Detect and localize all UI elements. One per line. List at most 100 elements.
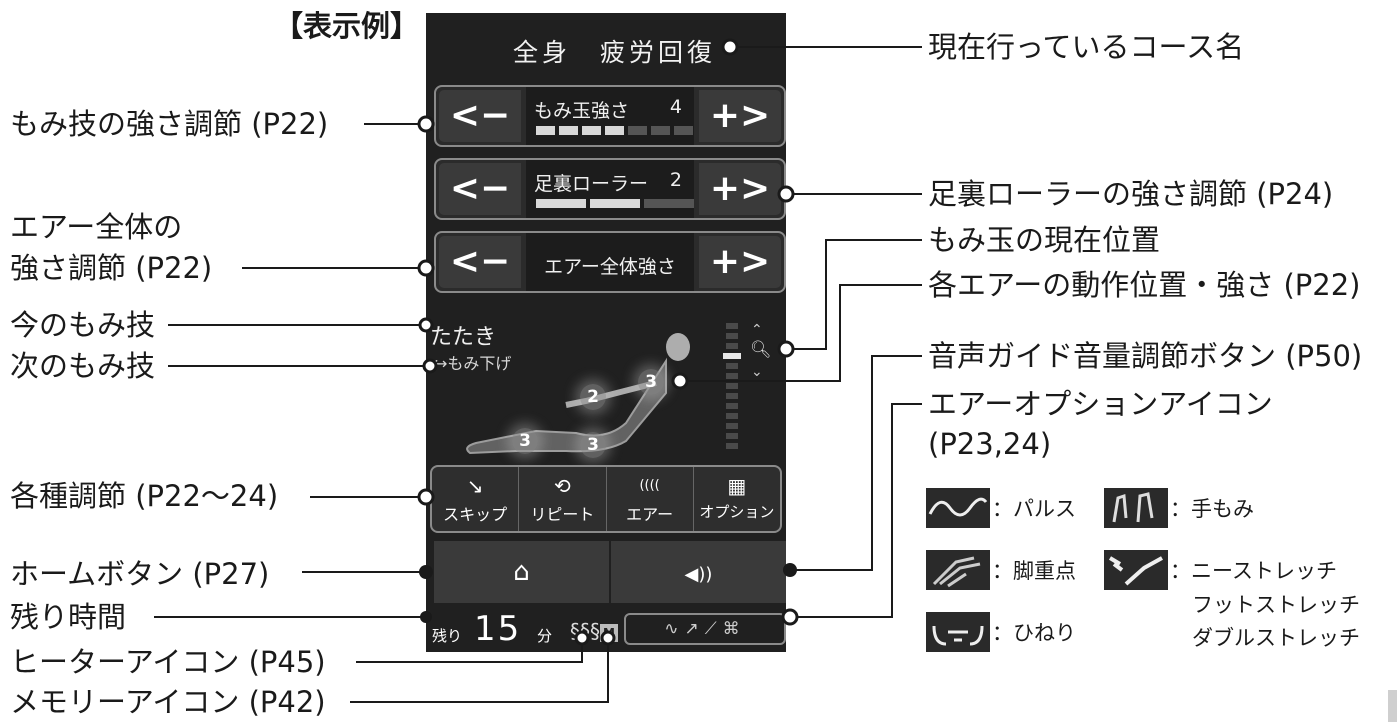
callout-air-option-ref: (P23,24) xyxy=(928,427,1052,461)
repeat-icon: ⟲ xyxy=(553,474,571,498)
page-edge-marker xyxy=(1388,690,1397,722)
air-option-icons: ∿↗⟋⌘ xyxy=(624,613,786,645)
callout-air-total-line1: エアー全体の xyxy=(10,210,183,244)
air-decrease-button[interactable]: <− xyxy=(439,236,521,288)
level-bar-segment xyxy=(536,199,586,208)
air-total-display: エアー全体強さ xyxy=(526,233,694,291)
home-bar: ⌂ ◀)) xyxy=(434,541,786,603)
level-bar-segment xyxy=(536,126,555,135)
position-segment xyxy=(726,403,738,409)
callout-home: ホームボタン (P27) xyxy=(10,557,270,591)
callout-memory: メモリーアイコン (P42) xyxy=(10,685,326,719)
position-segment xyxy=(726,373,738,379)
callout-foot-roller: 足裏ローラーの強さ調節 (P24) xyxy=(928,177,1334,211)
next-technique: ↪もみ下げ xyxy=(434,354,512,373)
callout-next-technique: 次のもみ技 xyxy=(10,349,156,383)
air-level-leg: 3 xyxy=(512,428,538,454)
legend-hand-massage-label: ：手もみ xyxy=(1170,497,1254,521)
air-button[interactable]: (((( エアー xyxy=(607,467,694,531)
level-bar-segment xyxy=(559,126,578,135)
level-bar-segment xyxy=(651,126,670,135)
example-title: 【表示例】 xyxy=(274,9,420,43)
position-segment xyxy=(726,413,738,419)
volume-button[interactable]: ◀)) xyxy=(611,541,786,603)
pulse-icon xyxy=(926,488,990,528)
callout-air-position: 各エアーの動作位置・強さ (P22) xyxy=(928,268,1361,302)
position-up-icon[interactable]: ⌃ xyxy=(751,322,763,338)
callout-heater: ヒーターアイコン (P45) xyxy=(10,645,326,679)
position-segment xyxy=(726,343,738,349)
momi-strength-display: もみ玉強さ 4 xyxy=(526,87,694,145)
legend-pulse-label: ：パルス xyxy=(992,497,1076,521)
skip-icon: ↘ xyxy=(466,474,484,498)
position-down-icon[interactable]: ⌄ xyxy=(751,364,763,380)
leg-focus-icon xyxy=(926,550,990,590)
foot-level-bars xyxy=(536,199,694,208)
momi-strength-adjuster: <− もみ玉強さ 4 +> xyxy=(434,85,786,147)
callout-air-total-line2: 強さ調節 (P22) xyxy=(10,251,213,285)
level-bar-segment xyxy=(674,126,693,135)
home-button[interactable]: ⌂ xyxy=(434,541,609,603)
foot-roller-display: 足裏ローラー 2 xyxy=(526,160,694,218)
option-icon: ▦ xyxy=(727,474,747,498)
position-segment xyxy=(726,443,738,449)
legend-double-stretch: ダブルストレッチ xyxy=(1192,626,1360,650)
repeat-label: リピート xyxy=(530,505,595,524)
position-segment xyxy=(726,363,738,369)
momi-strength-label: もみ玉強さ xyxy=(534,100,630,122)
momi-strength-value: 4 xyxy=(669,96,682,118)
callout-current-technique: 今のもみ技 xyxy=(10,308,156,342)
foot-roller-adjuster: <− 足裏ローラー 2 +> xyxy=(434,158,786,220)
foot-roller-label: 足裏ローラー xyxy=(534,173,649,195)
air-increase-button[interactable]: +> xyxy=(699,236,781,288)
air-level-shoulder: 3 xyxy=(638,369,664,395)
level-bar-segment xyxy=(582,126,601,135)
air-level-seat: 3 xyxy=(580,432,606,458)
skip-button[interactable]: ↘ スキップ xyxy=(432,467,520,531)
momi-position-track xyxy=(723,323,741,463)
repeat-button[interactable]: ⟲ リピート xyxy=(519,467,607,531)
remaining-label: 残り xyxy=(432,627,463,645)
momi-ball-icon: 🔍︎ xyxy=(750,340,772,360)
massage-chair-screen: 全身 疲労回復 <− もみ玉強さ 4 +> <− 足裏ローラー 2 +> <− … xyxy=(426,13,786,652)
remaining-minutes: 15 xyxy=(474,609,522,649)
twist-icon xyxy=(926,612,990,652)
level-bar-segment xyxy=(628,126,647,135)
foot-decrease-button[interactable]: <− xyxy=(439,163,521,215)
momi-decrease-button[interactable]: <− xyxy=(439,90,521,142)
legend-foot-stretch: フットストレッチ xyxy=(1192,593,1360,617)
speaker-icon: ◀)) xyxy=(684,564,713,585)
option-label: オプション xyxy=(699,503,775,521)
legend-twist-label: ：ひねり xyxy=(992,621,1076,645)
level-bar-segment xyxy=(644,199,694,208)
callout-various: 各種調節 (P22〜24) xyxy=(10,479,279,513)
callout-momi-position: もみ玉の現在位置 xyxy=(928,223,1161,257)
position-segment xyxy=(726,433,738,439)
skip-label: スキップ xyxy=(443,505,508,524)
air-icon: (((( xyxy=(639,478,660,493)
air-total-label: エアー全体強さ xyxy=(544,256,676,278)
momi-level-bars xyxy=(536,126,693,135)
air-label: エアー xyxy=(626,505,674,524)
legend-stretch-label: ：ニーストレッチ xyxy=(1170,559,1337,583)
home-icon: ⌂ xyxy=(513,557,530,587)
current-technique: たたき xyxy=(430,325,497,350)
position-segment xyxy=(726,423,738,429)
callout-momi-strength: もみ技の強さ調節 (P22) xyxy=(10,107,329,141)
position-segment xyxy=(723,353,741,359)
course-name: 全身 疲労回復 xyxy=(512,38,716,67)
air-level-arm: 2 xyxy=(580,384,606,410)
callout-air-option: エアーオプションアイコン xyxy=(928,387,1273,421)
callout-course: 現在行っているコース名 xyxy=(928,30,1245,64)
stretch-icon xyxy=(1104,550,1168,590)
momi-increase-button[interactable]: +> xyxy=(699,90,781,142)
remaining-unit: 分 xyxy=(537,627,553,645)
callout-voice-guide: 音声ガイド音量調節ボタン (P50) xyxy=(928,339,1363,373)
level-bar-segment xyxy=(605,126,624,135)
option-button[interactable]: ▦ オプション xyxy=(694,467,780,531)
position-segment xyxy=(726,393,738,399)
foot-roller-value: 2 xyxy=(669,169,682,191)
foot-increase-button[interactable]: +> xyxy=(699,163,781,215)
position-segment xyxy=(726,383,738,389)
